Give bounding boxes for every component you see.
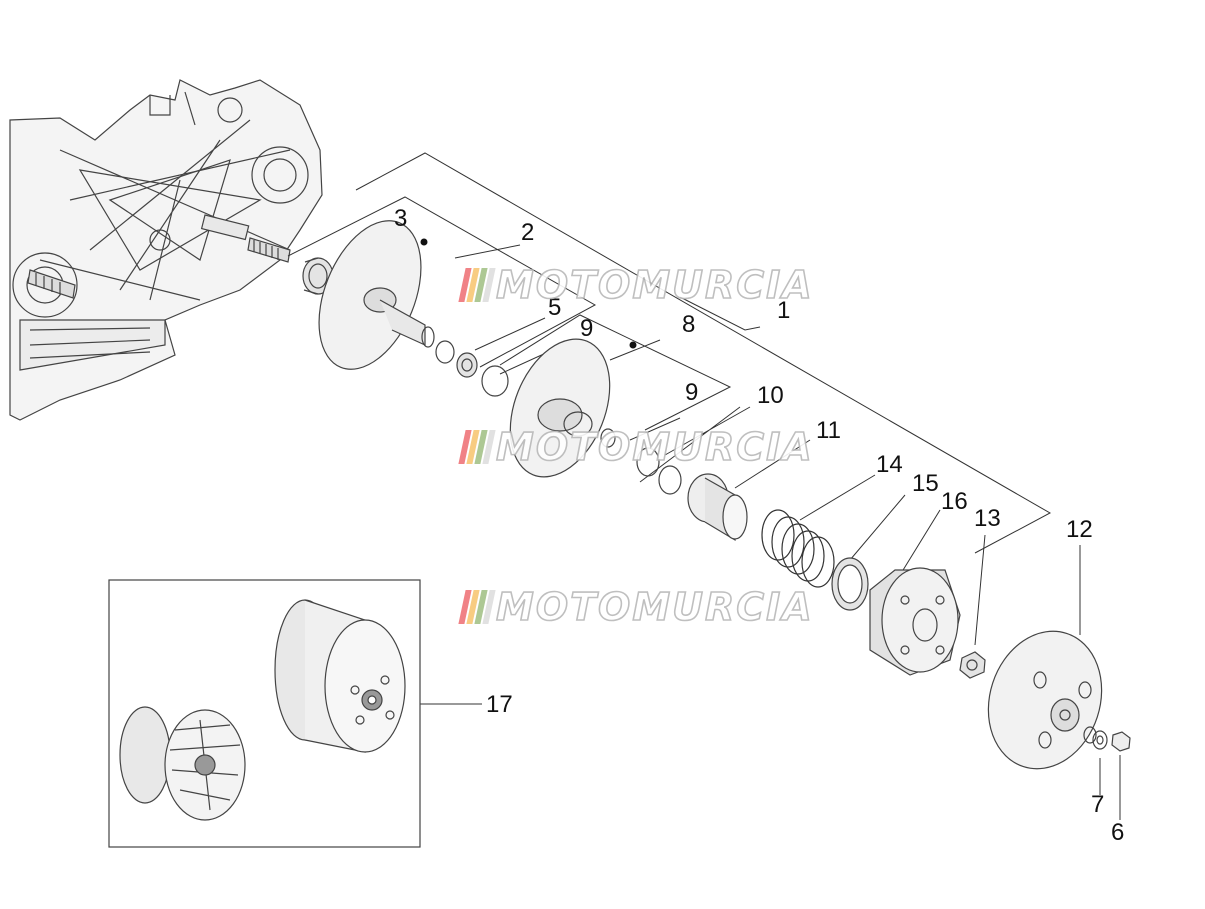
callout-1: 1 [777, 297, 791, 324]
watermark-stripes [458, 430, 496, 464]
part-seal-ring-a [636, 447, 660, 477]
watermark-stripes [458, 268, 496, 302]
assembly-17-box [108, 579, 421, 848]
bracket-8 [499, 314, 732, 431]
part-circlip [435, 340, 455, 364]
part-oring-9a [481, 365, 509, 397]
callout-17: 17 [486, 691, 513, 718]
callout-15: 15 [912, 470, 939, 497]
bracket-1 [355, 152, 1052, 554]
callout-2: 2 [521, 219, 535, 246]
callout-9-lower: 9 [685, 379, 699, 406]
bracket-2 [287, 196, 597, 368]
part-small-washer [1092, 730, 1108, 750]
callout-14: 14 [876, 451, 903, 478]
callout-11: 11 [816, 417, 841, 444]
watermark-stripes [458, 590, 496, 624]
grouping-brackets [287, 152, 1121, 820]
part-clutch-nut [959, 651, 986, 679]
part-driven-assembly [274, 599, 406, 753]
callout-6: 6 [1111, 819, 1125, 846]
callout-12: 12 [1066, 516, 1093, 543]
part-sleeve [687, 473, 748, 542]
callout-8: 8 [682, 311, 696, 338]
engine-crankcase [9, 79, 323, 421]
watermark-text: MOTOMURCIA [495, 262, 814, 308]
part-clutch-bell [987, 630, 1103, 770]
watermark-bottom: MOTOMURCIA [458, 584, 814, 630]
watermark-top: MOTOMURCIA [458, 262, 814, 308]
watermark-middle: MOTOMURCIA [458, 424, 814, 470]
part-clutch [869, 567, 961, 676]
callout-7: 7 [1091, 791, 1105, 818]
part-spring [761, 509, 835, 588]
part-washer [456, 352, 478, 378]
watermark-text: MOTOMURCIA [495, 424, 814, 470]
callout-3: 3 [394, 205, 408, 232]
callout-10: 10 [757, 382, 784, 409]
part-movable-pulley [509, 338, 611, 478]
part-seal-ring-b [658, 465, 682, 495]
part-ring [831, 557, 869, 611]
watermark-text: MOTOMURCIA [495, 584, 814, 630]
part-small-nut [1111, 731, 1131, 752]
callout-16: 16 [941, 488, 968, 515]
callout-13: 13 [974, 505, 1001, 532]
part-drive-fan [119, 706, 246, 821]
part-fixed-pulley [318, 220, 435, 370]
part-oring-9b [600, 428, 616, 448]
callout-5: 5 [548, 294, 562, 321]
callout-9-upper: 9 [580, 315, 594, 342]
